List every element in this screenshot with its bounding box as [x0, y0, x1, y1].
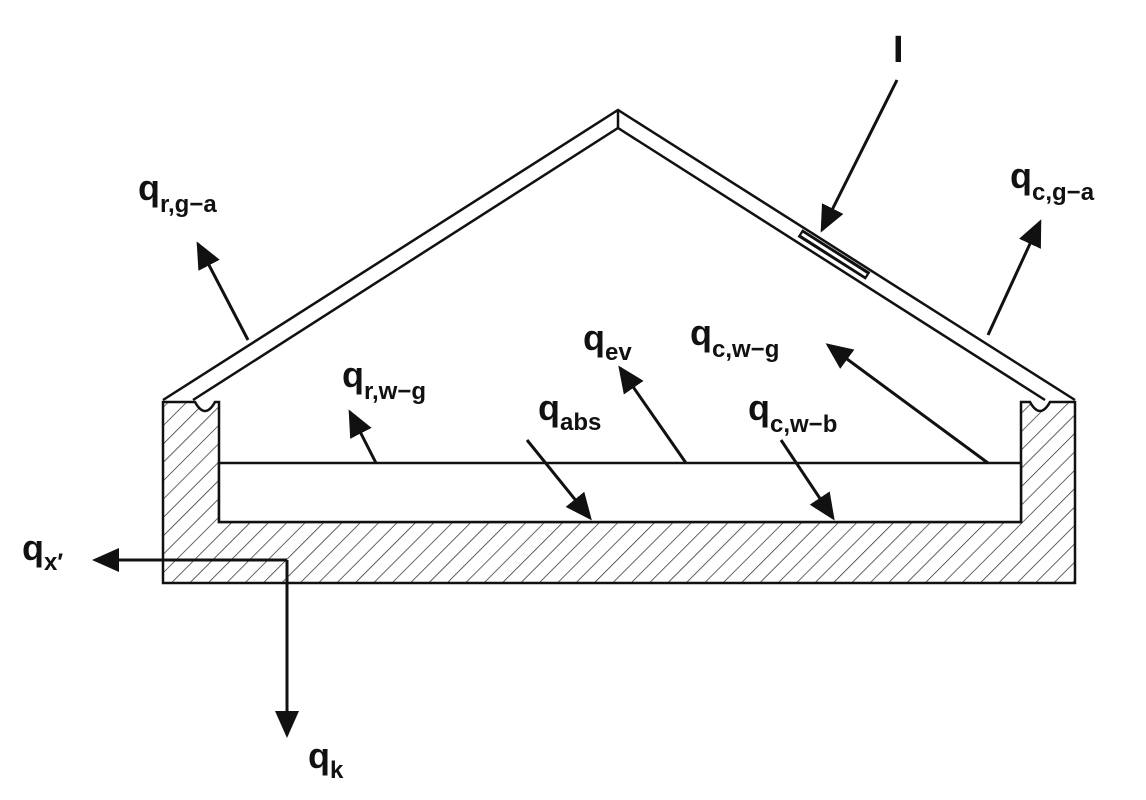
arrow-q-ev: [618, 365, 688, 464]
label-q-x: qx′: [22, 527, 63, 576]
glass-cover: [162, 108, 1076, 402]
arrow-incident: [820, 79, 899, 233]
arrow-q-c-w-b: [779, 439, 835, 521]
water-layer: [217, 461, 1023, 524]
label-q-c-w-b: qc,w−b: [748, 387, 837, 438]
label-q-c-w-g: qc,w−g: [690, 312, 779, 363]
arrow-q-c-g-a: [986, 219, 1042, 336]
glass-sensor: [797, 229, 871, 280]
basin-insulation: [161, 400, 1077, 585]
arrow-q-c-w-g: [825, 343, 989, 465]
label-q-k: qk: [308, 735, 344, 784]
label-q-r-g-a: qr,g−a: [138, 167, 217, 218]
label-q-ev: qev: [583, 317, 632, 366]
label-incident: I: [893, 29, 904, 71]
label-q-r-w-g: qr,w−g: [342, 354, 426, 405]
arrow-q-r-w-g: [348, 409, 378, 464]
arrow-q-abs: [525, 439, 592, 521]
label-q-abs: qabs: [538, 387, 601, 436]
arrow-q-r-g-a: [196, 241, 250, 341]
label-q-c-g-a: qc,g−a: [1010, 155, 1095, 206]
